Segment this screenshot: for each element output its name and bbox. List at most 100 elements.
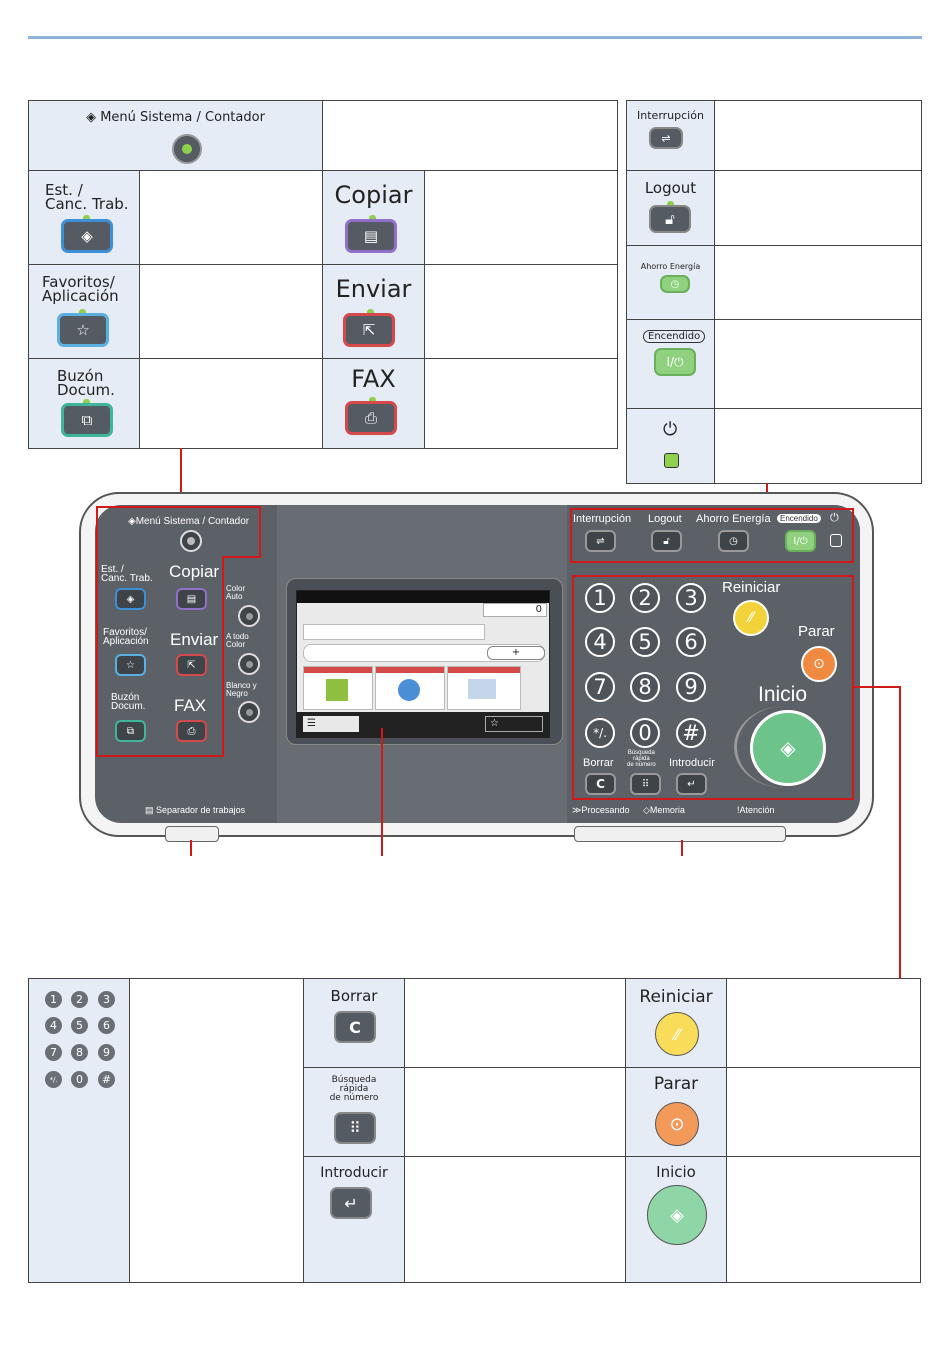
inicio-cell: Inicio ◈ bbox=[625, 1156, 727, 1283]
borrar-key[interactable]: C bbox=[334, 1011, 376, 1043]
screen-plus-button[interactable]: + bbox=[487, 646, 545, 660]
buzon-label: Buzón Docum. bbox=[57, 367, 115, 399]
encendido-key[interactable]: I/⏻ bbox=[654, 348, 696, 376]
introducir-label: Introducir bbox=[320, 1165, 388, 1181]
document-box-icon: ⧉ bbox=[126, 725, 135, 737]
panel-ahorro-key[interactable]: ◷ bbox=[718, 530, 749, 552]
panel-key-star[interactable]: */. bbox=[585, 718, 615, 748]
panel-favoritos-key[interactable]: ☆ bbox=[115, 654, 146, 676]
numeric-keys-cell: 1 2 3 4 5 6 7 8 9 */. 0 # bbox=[28, 978, 130, 1283]
encendido-cell: Encendido I/⏻ bbox=[626, 319, 715, 409]
panel-logout-key[interactable]: 🔓︎ bbox=[651, 530, 682, 552]
buzon-cell: Buzón Docum. ⧉ bbox=[28, 358, 140, 449]
system-menu-cell: ◈ Menú Sistema / Contador bbox=[28, 100, 323, 171]
panel-key-0[interactable]: 0 bbox=[630, 718, 660, 748]
numkey-7: 7 bbox=[45, 1044, 62, 1061]
introducir-key[interactable]: ↵ bbox=[330, 1187, 372, 1219]
inicio-label: Inicio bbox=[656, 1163, 696, 1181]
panel-key-hash[interactable]: # bbox=[676, 718, 706, 748]
system-menu-key[interactable] bbox=[172, 134, 202, 164]
enviar-label: Enviar bbox=[335, 275, 412, 303]
panel-encendido-label: Encendido bbox=[777, 514, 821, 523]
panel-favoritos-label: Favoritos/ Aplicación bbox=[103, 627, 149, 647]
panel-system-menu-key[interactable] bbox=[180, 530, 202, 552]
busqueda-cell: Búsqueda rápida de número ⠿ bbox=[303, 1067, 405, 1157]
panel-key-9[interactable]: 9 bbox=[676, 672, 706, 702]
buzon-key[interactable]: ⧉ bbox=[61, 403, 113, 437]
panel-enviar-key[interactable]: ⇱ bbox=[176, 654, 207, 676]
logout-key[interactable]: 🔓︎ bbox=[649, 205, 691, 233]
copiar-desc bbox=[424, 170, 618, 265]
fax-key[interactable]: ⎙ bbox=[345, 401, 397, 435]
busqueda-label: Búsqueda rápida de número bbox=[329, 1075, 379, 1103]
panel-encendido-key[interactable]: I/⏻ bbox=[785, 530, 816, 552]
favoritos-key[interactable]: ☆ bbox=[57, 313, 109, 347]
panel-key-1[interactable]: 1 bbox=[585, 583, 615, 613]
panel-fax-key[interactable]: ⎙ bbox=[176, 720, 207, 742]
panel-borrar-label: Borrar bbox=[583, 757, 614, 769]
busqueda-key[interactable]: ⠿ bbox=[334, 1112, 376, 1144]
panel-key-6[interactable]: 6 bbox=[676, 627, 706, 657]
panel-key-2[interactable]: 2 bbox=[630, 583, 660, 613]
reiniciar-key[interactable]: ⁄⁄ bbox=[655, 1012, 699, 1056]
numkey-5: 5 bbox=[71, 1017, 88, 1034]
panel-introducir-key[interactable]: ↵ bbox=[676, 773, 707, 795]
est-canc-key[interactable]: ◈ bbox=[61, 219, 113, 253]
panel-logout-label: Logout bbox=[648, 513, 682, 525]
full-color-key[interactable] bbox=[238, 653, 260, 675]
copiar-cell: Copiar ▤ bbox=[322, 170, 425, 265]
callout-box-system bbox=[96, 506, 261, 558]
system-menu-label: Menú Sistema / Contador bbox=[100, 110, 265, 125]
panel-est-canc-key[interactable]: ◈ bbox=[115, 588, 146, 610]
panel-key-5[interactable]: 5 bbox=[630, 627, 660, 657]
panel-key-3[interactable]: 3 bbox=[676, 583, 706, 613]
bottom-keys-table: 1 2 3 4 5 6 7 8 9 */. 0 # Borrar C Reini… bbox=[28, 978, 921, 1283]
panel-copiar-key[interactable]: ▤ bbox=[176, 588, 207, 610]
est-canc-label: Est. / Canc. Trab. bbox=[45, 181, 129, 213]
screen-tile-1[interactable] bbox=[303, 666, 373, 710]
color-auto-key[interactable] bbox=[238, 605, 260, 627]
screen-favorites-star-icon[interactable]: ☆ bbox=[485, 716, 543, 732]
screen-tile-3[interactable] bbox=[447, 666, 521, 710]
power-icon: I/⏻ bbox=[793, 535, 808, 547]
ahorro-key[interactable]: ◷ bbox=[660, 275, 690, 293]
fax-desc bbox=[424, 358, 618, 449]
screen-tile-2[interactable] bbox=[375, 666, 445, 710]
panel-parar-label: Parar bbox=[798, 623, 835, 640]
est-canc-desc bbox=[139, 170, 323, 265]
buzon-desc bbox=[139, 358, 323, 449]
job-separator-tray bbox=[165, 826, 219, 842]
copiar-key[interactable]: ▤ bbox=[345, 219, 397, 253]
panel-inicio-label: Inicio bbox=[758, 683, 808, 706]
callout-line-separator bbox=[190, 840, 192, 856]
inicio-key[interactable]: ◈ bbox=[647, 1185, 707, 1245]
touch-screen[interactable]: 0 + ☰ ☆ bbox=[296, 590, 550, 738]
callout-box-joint bbox=[222, 556, 261, 558]
interrupcion-cell: Interrupción ⇌ bbox=[626, 100, 715, 171]
panel-interrupcion-label: Interrupción bbox=[573, 513, 632, 525]
screen-list-icon[interactable]: ☰ bbox=[303, 716, 359, 732]
panel-atencion-label: !Atención bbox=[737, 805, 775, 815]
panel-parar-key[interactable]: ⊙ bbox=[801, 646, 837, 682]
interrupt-icon: ⇌ bbox=[661, 131, 671, 145]
panel-buzon-key[interactable]: ⧉ bbox=[115, 720, 146, 742]
favoritos-led bbox=[79, 309, 86, 315]
inicio-desc bbox=[726, 1156, 921, 1283]
panel-interrupcion-key[interactable]: ⇌ bbox=[585, 530, 616, 552]
screen-counter: 0 bbox=[483, 603, 547, 617]
panel-key-4[interactable]: 4 bbox=[585, 627, 615, 657]
panel-key-8[interactable]: 8 bbox=[630, 672, 660, 702]
parar-key[interactable]: ⊙ bbox=[655, 1102, 699, 1146]
panel-inicio-key[interactable]: ◈ bbox=[750, 710, 826, 786]
panel-borrar-key[interactable]: C bbox=[585, 773, 616, 795]
start-diamond-icon: ◈ bbox=[780, 736, 796, 760]
callout-line-keypad-v bbox=[899, 686, 901, 978]
panel-reiniciar-key[interactable]: ⁄⁄ bbox=[733, 600, 769, 636]
black-white-key[interactable] bbox=[238, 701, 260, 723]
panel-busqueda-key[interactable]: ⠿ bbox=[630, 773, 661, 795]
enviar-cell: Enviar ⇱ bbox=[322, 264, 425, 359]
panel-key-7[interactable]: 7 bbox=[585, 672, 615, 702]
interrupcion-key[interactable]: ⇌ bbox=[649, 127, 683, 149]
enviar-key[interactable]: ⇱ bbox=[343, 313, 395, 347]
top-keys-table: ◈ Menú Sistema / Contador Est. / Canc. T… bbox=[28, 100, 618, 449]
